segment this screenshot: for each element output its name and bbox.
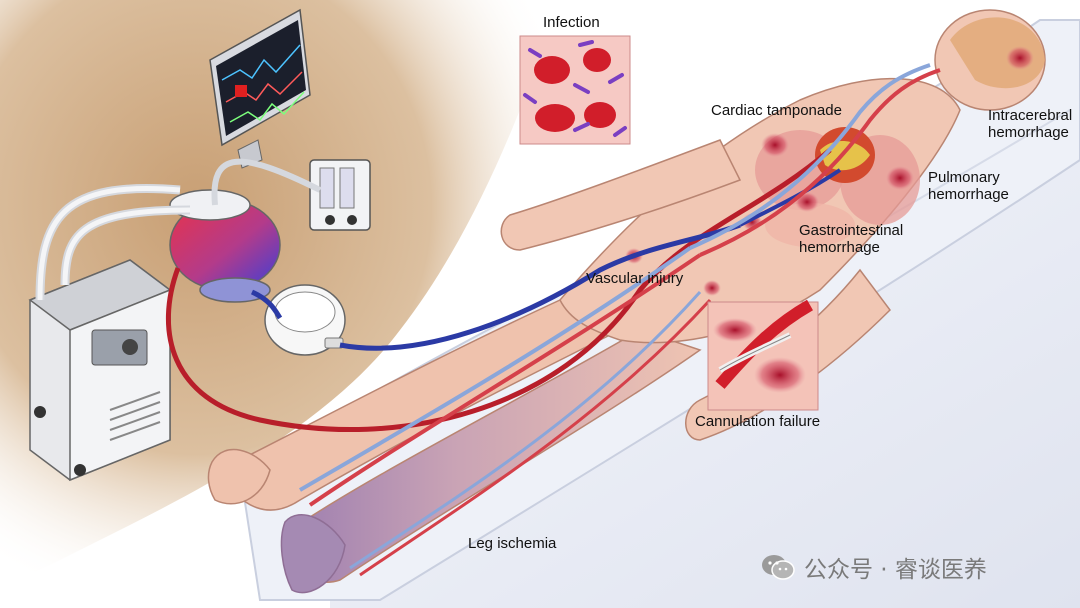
ecmo-console (28, 259, 172, 482)
watermark: 公众号 · 睿谈医养 (760, 550, 987, 584)
label-pulmonary-line2: hemorrhage (928, 186, 1009, 203)
leg-vessels (298, 63, 941, 577)
label-intracerebral-line2: hemorrhage (988, 124, 1069, 141)
label-gastrointestinal-hemorrhage: Gastrointestinal hemorrhage (799, 222, 903, 256)
label-gastrointestinal-line1: Gastrointestinal (799, 222, 904, 239)
label-cannulation-failure: Cannulation failure (695, 413, 821, 430)
label-intracerebral-hemorrhage: Intracerebral hemorrhage (988, 107, 1072, 141)
label-leg-ischemia: Leg ischemia (468, 535, 557, 552)
wechat-icon (762, 555, 795, 580)
cannulation-inset (707, 299, 819, 411)
gas-blender (309, 159, 371, 231)
label-vascular-injury: Vascular injury (586, 270, 684, 287)
label-gastrointestinal-line2: hemorrhage (799, 239, 880, 256)
label-intracerebral-line1: Intracerebral (988, 107, 1073, 124)
blood-pump (264, 284, 346, 356)
ecmo-tubing (35, 148, 842, 432)
watermark-text: 公众号 · 睿谈医养 (804, 557, 987, 583)
label-pulmonary-hemorrhage: Pulmonary hemorrhage (928, 169, 1009, 203)
infection-inset (519, 35, 631, 145)
label-cardiac-tamponade: Cardiac tamponade (711, 102, 842, 119)
label-pulmonary-line1: Pulmonary (928, 169, 1000, 186)
label-infection: Infection (543, 14, 600, 31)
